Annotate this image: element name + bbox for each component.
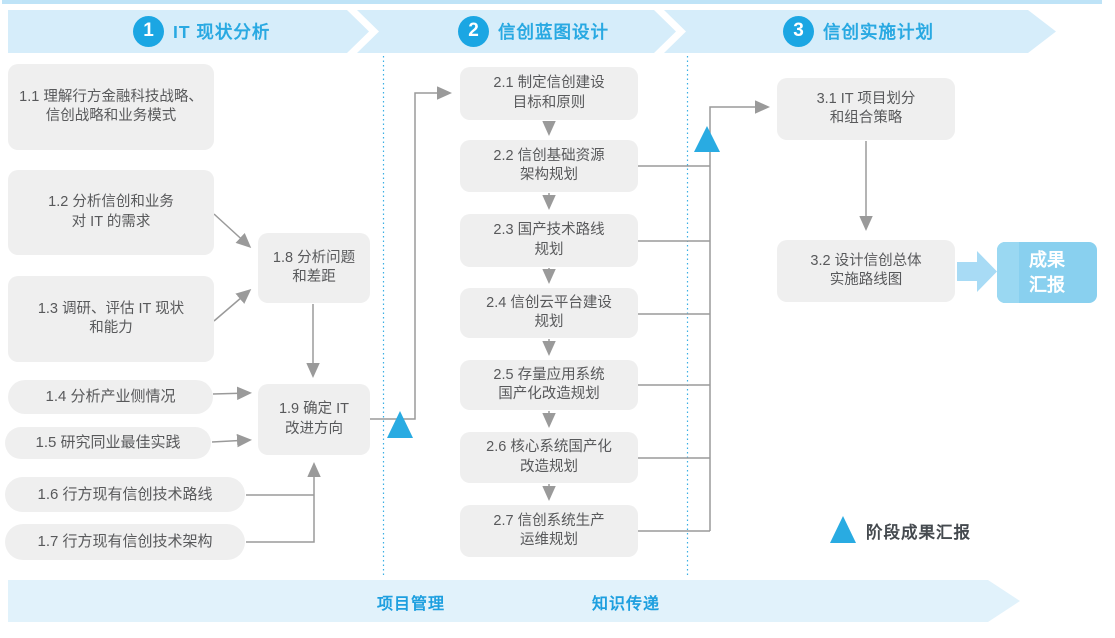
connector-1-9-to-2-1	[370, 86, 452, 420]
box-1-8: 1.8 分析问题 和差距	[258, 233, 370, 303]
box-1-4: 1.4 分析产业侧情况	[8, 380, 213, 414]
connector-1-3-to-1-8	[213, 289, 252, 322]
connector-1-4-to-1-9	[212, 386, 252, 401]
outcome-report-label: 成果 汇报	[1029, 250, 1065, 295]
phase1-header: 1 IT 现状分析	[133, 14, 270, 48]
box-2-2: 2.2 信创基础资源 架构规划	[460, 140, 638, 192]
box-1-7: 1.7 行方现有信创技术架构	[5, 524, 245, 560]
legend-milestone-label: 阶段成果汇报	[866, 524, 971, 542]
phase2-number-badge: 2	[458, 15, 489, 47]
box-1-3: 1.3 调研、评估 IT 现状 和能力	[8, 276, 214, 362]
outcome-report-box: 成果 汇报	[997, 242, 1097, 303]
box-2-7: 2.7 信创系统生产 运维规划	[460, 505, 638, 557]
phase2-title: 信创蓝图设计	[498, 21, 609, 42]
phase3-title: 信创实施计划	[823, 21, 934, 42]
box-3-1: 3.1 IT 项目划分 和组合策略	[777, 78, 955, 140]
footer-project-management-label: 项目管理	[377, 596, 446, 613]
connector-1-2-to-1-8	[213, 213, 252, 249]
connector-1-7-to-1-9	[246, 462, 321, 543]
phase2-header: 2 信创蓝图设计	[458, 14, 609, 48]
box-3-2: 3.2 设计信创总体 实施路线图	[777, 240, 955, 302]
connector-collector-to-3-1	[709, 100, 770, 531]
milestone-triangle-icon-phase1	[387, 411, 413, 438]
box-2-5: 2.5 存量应用系统 国产化改造规划	[460, 360, 638, 410]
phase3-header: 3 信创实施计划	[783, 14, 934, 48]
box-2-4: 2.4 信创云平台建设 规划	[460, 288, 638, 338]
milestone-triangle-icon-phase2	[694, 126, 720, 152]
phase1-title: IT 现状分析	[173, 21, 271, 42]
phase3-number-badge: 3	[783, 15, 814, 47]
phase1-number-badge: 1	[133, 15, 164, 47]
box-2-3: 2.3 国产技术路线 规划	[460, 214, 638, 267]
box-2-6: 2.6 核心系统国产化 改造规划	[460, 432, 638, 483]
outcome-arrow-icon	[957, 251, 997, 292]
footer-band	[8, 580, 1020, 622]
milestone-triangle-icon-legend	[830, 516, 856, 543]
box-1-9: 1.9 确定 IT 改进方向	[258, 384, 370, 455]
box-2-1: 2.1 制定信创建设 目标和原则	[460, 67, 638, 120]
top-accent-strip	[2, 0, 1102, 4]
box-1-2: 1.2 分析信创和业务 对 IT 的需求	[8, 170, 214, 255]
box-1-5: 1.5 研究同业最佳实践	[5, 427, 211, 459]
footer-knowledge-transfer-label: 知识传递	[592, 596, 661, 613]
box-1-1: 1.1 理解行方金融科技战略、 信创战略和业务模式	[8, 64, 214, 150]
connector-1-5-to-1-9	[211, 433, 252, 448]
box-1-6: 1.6 行方现有信创技术路线	[5, 477, 245, 512]
